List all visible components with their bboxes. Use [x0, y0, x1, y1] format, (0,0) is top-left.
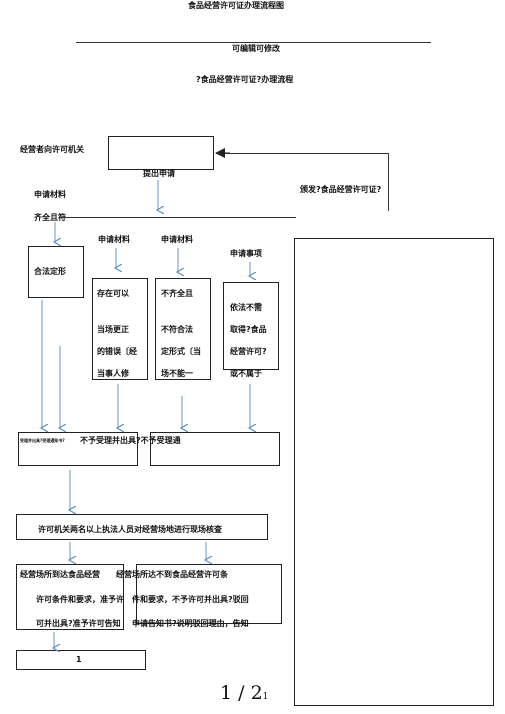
accept-box: [18, 432, 138, 466]
inspection-label: 许可机关两名以上执法人员对经营场地进行现场核查: [38, 525, 222, 534]
document-subtitle: 可编辑可修改: [232, 44, 280, 53]
page-number: 1 / 21: [220, 684, 268, 703]
flow-separator: [60, 217, 296, 218]
fail-line: 申请告知书?说明驳回理由，告知: [132, 619, 249, 628]
pass-line: 可并出具?准予许可告知: [36, 619, 121, 628]
col2-line: 不齐全且: [161, 289, 193, 298]
fail-line: 经营场所达不到食品经营许可条: [116, 570, 228, 579]
col1-line: 存在可以: [97, 289, 129, 298]
col1-head: 申请材料: [98, 235, 130, 244]
pass-box: [16, 564, 124, 630]
fail-box: [136, 564, 282, 624]
return-line-horizontal: [216, 153, 388, 154]
col3-line: 依法不需: [230, 303, 262, 312]
lawful-form-box: [28, 246, 84, 298]
page-number-main: 1 / 2: [220, 682, 263, 704]
flow-title: ?食品经营许可证?办理流程: [196, 75, 294, 84]
col2-line: 不符合法: [161, 325, 193, 334]
materials-label: 申请材料: [34, 190, 66, 199]
inspection-box: [16, 514, 268, 540]
incomplete-materials-box: [155, 278, 211, 380]
not-required-box: [223, 282, 279, 370]
col3-line: 取得?食品: [230, 325, 267, 334]
return-line-vertical: [388, 153, 389, 211]
reject-label: 不予受理并出具?不予受理通: [80, 436, 181, 445]
submit-label: 提出申请: [143, 169, 175, 178]
notes-panel: [294, 238, 494, 706]
pass-line: 许可条件和要求，准予许: [36, 595, 124, 604]
col3-head: 申请事项: [230, 249, 262, 258]
col2-line: 定形式〔当: [161, 347, 201, 356]
bottom-box: [16, 650, 146, 670]
document-title: 食品经营许可证办理流程图: [188, 1, 284, 10]
col1-line: 当场更正: [97, 325, 129, 334]
issue-license-label: 颁发?食品经营许可证?: [300, 185, 382, 194]
applicant-box: [108, 136, 214, 170]
accept-notice-label: 受理并出具?受理通知书?: [20, 438, 65, 443]
page-number-suffix: 1: [262, 692, 269, 702]
header-rule: [76, 42, 431, 43]
col1-line: 当事人修: [97, 369, 129, 378]
complete-label: 齐全且符: [34, 213, 66, 222]
col3-line: 经营许可?: [230, 347, 267, 356]
lawful-form-label: 合法定形: [34, 267, 66, 276]
col3-line: 或不属于: [230, 369, 262, 378]
bottom-box-text: 1: [76, 655, 82, 664]
applicant-label: 经营者向许可机关: [20, 145, 84, 154]
col1-line: 的错误〔经: [97, 347, 137, 356]
col2-line: 场不能一: [161, 369, 193, 378]
col2-head: 申请材料: [161, 235, 193, 244]
pass-line: 经营场所到达食品经营: [20, 570, 100, 579]
reject-box: [150, 432, 280, 466]
correctable-error-box: [92, 278, 148, 380]
fail-line: 件和要求，不予许可并出具?驳回: [132, 595, 249, 604]
